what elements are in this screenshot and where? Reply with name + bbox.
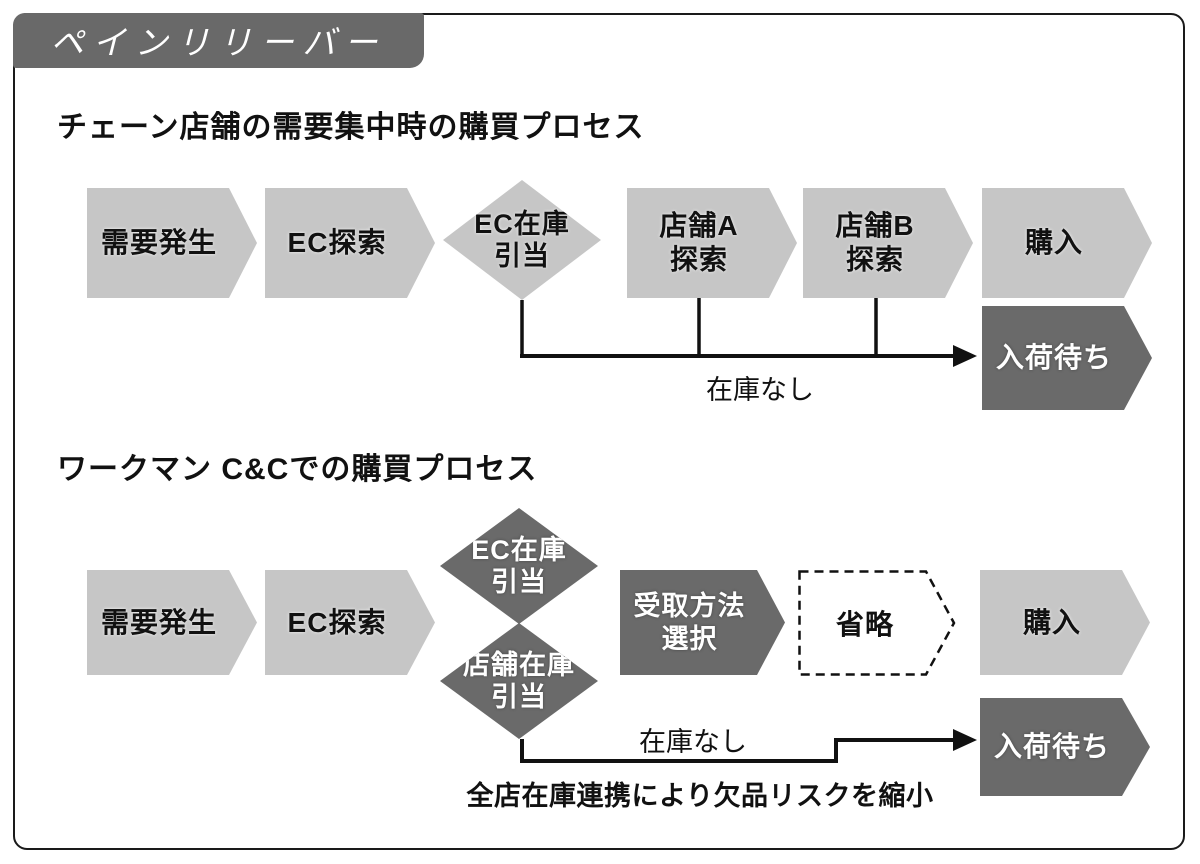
step-label: 省略 [835, 609, 894, 640]
step-label: 需要発生 [100, 606, 217, 638]
step-label: 需要発生 [100, 227, 217, 259]
step-ec-search-1: EC探索 [265, 188, 435, 298]
title-badge: ペインリリーバー [13, 13, 424, 68]
outer-frame [13, 13, 1185, 850]
no-stock-label-2: 在庫なし [639, 727, 747, 757]
no-stock-label-1: 在庫なし [706, 375, 814, 405]
step-label: 店舗A 探索 [659, 210, 739, 275]
decision-label: EC在庫 引当 [474, 208, 570, 271]
step-label: 入荷待ち [993, 731, 1110, 763]
step-label: 店舗B 探索 [835, 210, 915, 275]
step-purchase-2: 購入 [980, 570, 1150, 675]
decision-label: 店舗在庫 引当 [463, 649, 575, 712]
step-label: EC探索 [287, 227, 387, 259]
section1-heading: チェーン店舗の需要集中時の購買プロセス [57, 111, 645, 144]
step-skip: 省略 [798, 570, 956, 676]
step-demand-1: 需要発生 [87, 188, 257, 298]
step-demand-2: 需要発生 [87, 570, 257, 675]
step-label: 購入 [1022, 606, 1081, 638]
section2-caption: 全店在庫連携により欠品リスクを縮小 [466, 781, 934, 811]
step-label: 購入 [1024, 227, 1083, 259]
step-label: EC探索 [287, 606, 387, 638]
step-wait-restock-2: 入荷待ち [980, 698, 1150, 796]
step-label: 受取方法 選択 [633, 591, 746, 654]
step-label: 入荷待ち [995, 342, 1112, 374]
step-pickup-method: 受取方法 選択 [620, 570, 785, 675]
step-wait-restock-1: 入荷待ち [982, 306, 1152, 410]
step-store-b-search: 店舗B 探索 [803, 188, 973, 298]
title-badge-label: ペインリリーバー [50, 22, 387, 62]
decision-label: EC在庫 引当 [471, 534, 567, 597]
dashed-chevron-outline [798, 570, 956, 676]
step-purchase-1: 購入 [982, 188, 1152, 298]
step-store-a-search: 店舗A 探索 [627, 188, 797, 298]
section2-heading: ワークマン C&Cでの購買プロセス [57, 453, 538, 486]
step-ec-search-2: EC探索 [265, 570, 435, 675]
